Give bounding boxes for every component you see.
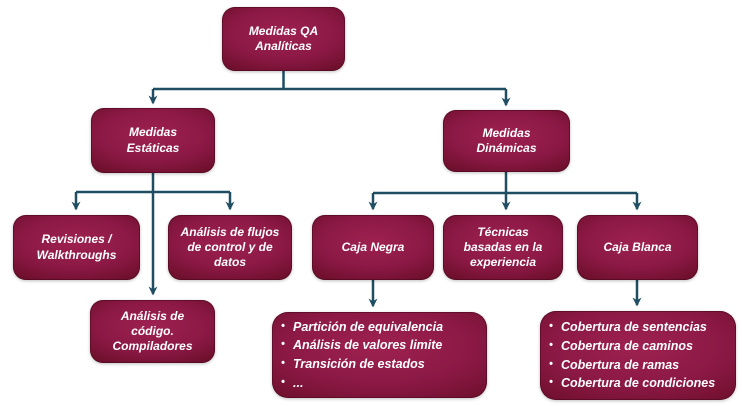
bullet-item: Cobertura de ramas [548,356,715,375]
node-analisis-flujos: Análisis de flujos de control y de datos [168,215,292,280]
node-label: Medidas QA Analíticas [248,23,319,53]
node-revisiones-walkthroughs: Revisiones / Walkthroughs [13,215,140,280]
bullet-item: ... [280,374,443,393]
node-label: Análisis de flujos de control y de datos [180,224,280,270]
node-medidas-estaticas: Medidas Estáticas [91,108,215,173]
detail-box-caja-blanca: Cobertura de sentenciasCobertura de cami… [540,311,736,400]
bullet-item: Cobertura de condiciones [548,374,715,393]
node-label: Caja Negra [341,239,405,254]
caja-blanca-bullet-list: Cobertura de sentenciasCobertura de cami… [540,313,719,398]
bullet-item: Análisis de valores limite [280,336,443,355]
bullet-item: Cobertura de sentencias [548,318,715,337]
node-medidas-dinamicas: Medidas Dinámicas [443,110,570,172]
node-label: Medidas Dinámicas [476,125,537,155]
node-label: Caja Blanca [603,239,672,254]
caja-negra-bullet-list: Partición de equivalenciaAnálisis de val… [272,313,447,398]
node-medidas-qa-analiticas: Medidas QA Analíticas [222,7,345,71]
node-label: Revisiones / Walkthroughs [36,232,117,262]
detail-box-caja-negra: Partición de equivalenciaAnálisis de val… [272,312,487,398]
node-label: Medidas Estáticas [126,125,180,155]
node-caja-blanca: Caja Blanca [577,215,698,280]
node-analisis-codigo: Análisis de código. Compiladores [90,300,215,363]
bullet-item: Cobertura de caminos [548,337,715,356]
node-caja-negra: Caja Negra [312,215,434,280]
bullet-item: Partición de equivalencia [280,318,443,337]
bullet-item: Transición de estados [280,355,443,374]
node-label: Técnicas basadas en la experiencia [463,224,543,270]
node-tecnicas-experiencia: Técnicas basadas en la experiencia [443,215,563,280]
node-label: Análisis de código. Compiladores [112,308,193,354]
